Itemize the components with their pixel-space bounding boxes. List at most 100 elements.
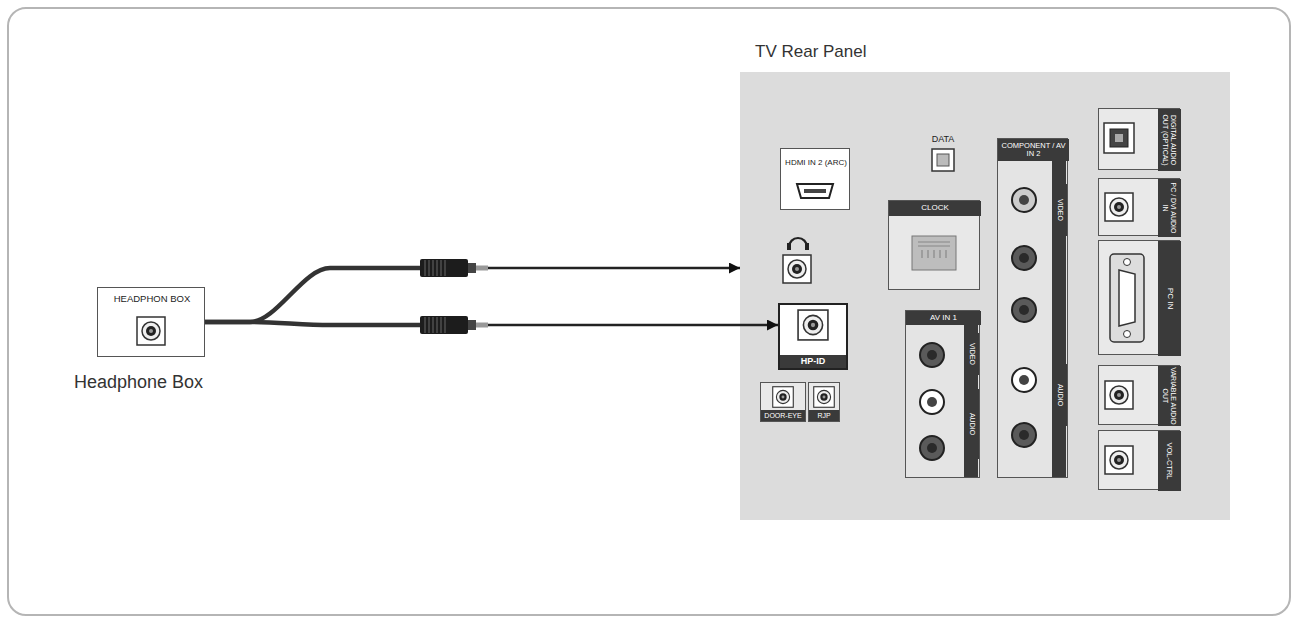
audio-cable xyxy=(205,322,778,325)
hdmi-box-fill xyxy=(780,148,850,210)
rca-jack xyxy=(927,350,937,360)
rjp-box-fill xyxy=(808,382,840,422)
component-box-fill xyxy=(997,138,1068,478)
port-label: AUDIO xyxy=(1053,364,1067,426)
av-in-box-fill xyxy=(905,310,980,478)
rca-jack xyxy=(1019,430,1029,440)
node-label: HDMI IN 2 (ARC) xyxy=(783,152,849,174)
plug-collar xyxy=(468,320,476,330)
optical-port xyxy=(1110,129,1128,147)
port-label: DATA xyxy=(924,133,962,146)
hdmi-port xyxy=(797,184,833,198)
plug-tip xyxy=(476,266,488,271)
hp-id-port-box: HP-ID xyxy=(778,303,848,370)
audio-jack xyxy=(1105,193,1133,221)
plug-grip xyxy=(441,260,442,276)
node-label: AV IN 1 xyxy=(906,311,981,325)
headphone-icon xyxy=(805,243,809,250)
component-input-box: COMPONENT / AV IN 2VIDEOAUDIO xyxy=(997,138,1068,478)
optical-port-box: DIGITAL AUDIO OUT (OPTICAL) xyxy=(1098,108,1180,170)
rca-jack xyxy=(920,343,944,367)
cable-plug xyxy=(205,259,488,322)
optical-port xyxy=(1115,134,1123,142)
node-label: COMPONENT / AV IN 2 xyxy=(998,139,1069,161)
rca-jack xyxy=(920,436,944,460)
plug-grip xyxy=(437,260,438,276)
plug-body xyxy=(420,259,468,277)
plug-grip xyxy=(433,317,434,333)
vol-ctrl-box: VOL-CTRL xyxy=(1098,430,1180,490)
node-label: PC / DVI AUDIO IN xyxy=(1158,179,1181,237)
door-eye-box: DOOR-EYE xyxy=(760,382,806,422)
headphone-box-fill xyxy=(97,287,205,357)
rjp-jack xyxy=(814,387,835,408)
plug-body xyxy=(420,316,468,334)
audio-jack xyxy=(1105,381,1133,409)
right-box-fill xyxy=(1098,178,1180,236)
plug-grip xyxy=(425,260,426,276)
node-label: TV Rear Panel xyxy=(755,40,975,64)
tv-rear-panel: TV Rear PanelHDMI IN 2 (ARC)DIGITAL AUDI… xyxy=(740,72,1230,520)
hp-id-box-fill xyxy=(778,303,848,370)
plug-grip xyxy=(429,260,430,276)
right-box-fill xyxy=(1098,365,1180,425)
rca-jack xyxy=(1019,195,1029,205)
node-label: HP-ID xyxy=(780,355,846,368)
hdmi-port-inner xyxy=(804,189,826,193)
av-input-box: AV IN 1 VIDEO AUDIO xyxy=(905,310,980,478)
data-port xyxy=(932,149,954,171)
rca-jack xyxy=(927,443,937,453)
rca-jack xyxy=(920,390,944,414)
port-label: VIDEO xyxy=(965,333,979,375)
node-label: HEADPHON BOX xyxy=(98,292,206,306)
audio-cable xyxy=(205,268,740,322)
headphone-jack xyxy=(783,255,811,283)
right-box-fill xyxy=(1098,430,1180,490)
av-in-strip xyxy=(964,324,978,478)
variable-audio-box: VARIABLE AUDIO OUT xyxy=(1098,365,1180,425)
pc-audio-box: PC / DVI AUDIO IN xyxy=(1098,178,1180,236)
headphone-icon xyxy=(789,238,807,247)
hdmi-port-box: HDMI IN 2 (ARC) xyxy=(780,148,850,210)
data-port-inner xyxy=(937,154,949,166)
audio-jack xyxy=(1105,446,1133,474)
rca-jack xyxy=(1019,253,1029,263)
rj45-port xyxy=(912,236,956,270)
rj45-pins xyxy=(918,242,950,258)
port-label: Headphone Box xyxy=(74,370,264,394)
headphone-box: HEADPHON BOXHeadphone Box xyxy=(97,287,205,357)
plug-collar xyxy=(468,263,476,273)
dsub-screw xyxy=(1124,259,1131,266)
hp-id-jack xyxy=(798,310,828,340)
node-label: CLOCK xyxy=(889,201,981,216)
dsub-screw xyxy=(1124,331,1131,338)
cable-jacket xyxy=(205,268,420,322)
rca-jack xyxy=(1019,305,1029,315)
plug-grip xyxy=(441,317,442,333)
dsub-port xyxy=(1110,254,1144,342)
pc-in-box: PC IN xyxy=(1098,240,1180,355)
plug-grip xyxy=(425,317,426,333)
dsub-port xyxy=(1119,270,1135,326)
panel-ground xyxy=(740,72,1230,520)
cable-plug xyxy=(205,316,488,334)
plug-grip xyxy=(433,260,434,276)
port-label: AUDIO xyxy=(965,389,979,459)
clock-box-fill xyxy=(888,200,980,290)
rca-jack xyxy=(927,397,937,407)
clock-port-box: CLOCK xyxy=(888,200,980,290)
rca-jack xyxy=(1012,368,1036,392)
optical-port xyxy=(1104,123,1134,153)
plug-grip xyxy=(445,260,446,276)
node-label: VOL-CTRL xyxy=(1158,431,1181,491)
component-strip xyxy=(1052,160,1066,478)
rjp-box: RJP xyxy=(808,382,840,422)
door-eye-box-fill xyxy=(760,382,806,422)
outer-frame xyxy=(8,8,1290,615)
node-label: PC IN xyxy=(1158,241,1181,356)
node-label: RJP xyxy=(809,410,839,421)
